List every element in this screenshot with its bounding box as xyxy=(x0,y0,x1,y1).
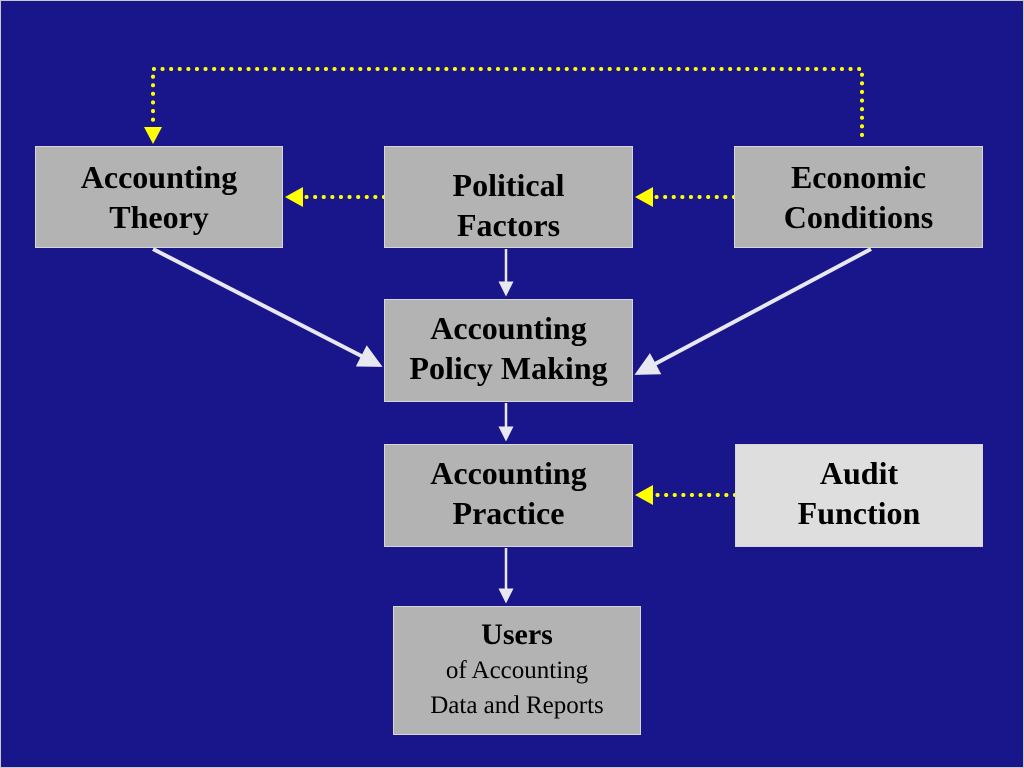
node-label: Accounting xyxy=(430,310,587,346)
node-label: Audit xyxy=(819,455,899,491)
edge-theory-to-policy xyxy=(152,247,383,367)
edge-economic-to-theory-loop xyxy=(144,67,864,144)
node-label: Theory xyxy=(109,199,209,235)
node-political-factors: Political Factors xyxy=(384,146,633,248)
edge-economic-to-political xyxy=(635,187,736,207)
node-accounting-practice: Accounting Practice xyxy=(384,444,633,547)
node-label: Practice xyxy=(452,495,565,531)
node-label: Function xyxy=(797,495,921,531)
node-label: Conditions xyxy=(783,199,934,235)
node-label: Political xyxy=(452,167,565,203)
node-users: Users of Accounting Data and Reports xyxy=(393,606,641,735)
edge-political-to-theory xyxy=(285,187,386,207)
node-label: Economic xyxy=(790,159,927,195)
node-label: Policy Making xyxy=(409,350,608,386)
node-subtitle: of Accounting xyxy=(445,657,589,684)
node-title: Users xyxy=(481,618,553,651)
node-accounting-policy-making: Accounting Policy Making xyxy=(384,299,633,402)
node-audit-function: Audit Function xyxy=(735,444,983,547)
node-label: Accounting xyxy=(80,159,238,195)
node-label: Accounting xyxy=(430,455,587,491)
node-label: Factors xyxy=(456,207,561,243)
node-accounting-theory: Accounting Theory xyxy=(35,146,283,248)
node-subtitle: Data and Reports xyxy=(430,692,604,719)
edge-audit-to-practice xyxy=(635,485,737,505)
edge-economic-to-policy xyxy=(634,247,872,375)
node-economic-conditions: Economic Conditions xyxy=(734,146,983,248)
